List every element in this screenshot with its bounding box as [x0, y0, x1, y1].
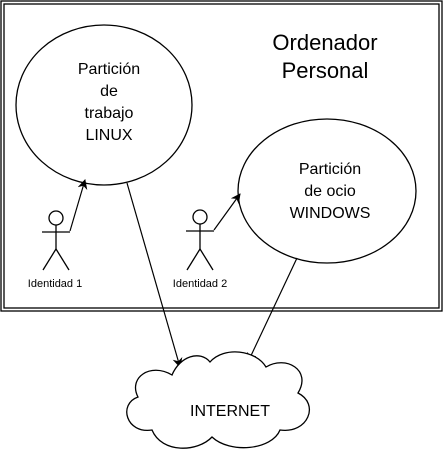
linux-partition-line4: LINUX — [85, 127, 132, 144]
linux-partition-ellipse — [15, 24, 193, 186]
actor-identity1 — [42, 210, 70, 271]
internet-label: INTERNET — [190, 403, 270, 420]
linux-partition-line1: Partición — [78, 61, 140, 78]
actor-identity2 — [186, 209, 214, 271]
windows-partition-line1: Partición — [299, 161, 361, 178]
arrow-windows-to-internet — [247, 257, 298, 363]
linux-partition-line3: trabajo — [85, 105, 134, 122]
pc-title-line1: Ordenador — [272, 30, 377, 55]
windows-partition-line2: de ocio — [304, 183, 356, 200]
arrow-linux-to-internet — [126, 182, 183, 368]
actor-identity2-label: Identidad 2 — [173, 278, 227, 290]
linux-partition-line2: de — [100, 83, 118, 100]
arrow-identity1-to-linux — [69, 179, 88, 232]
internet-cloud — [126, 351, 310, 449]
actor-identity1-label: Identidad 1 — [28, 278, 82, 290]
arrow-identity2-to-windows — [213, 193, 241, 231]
windows-partition-ellipse — [237, 118, 417, 264]
windows-partition-line3: WINDOWS — [290, 205, 371, 222]
pc-title-line2: Personal — [282, 58, 369, 83]
